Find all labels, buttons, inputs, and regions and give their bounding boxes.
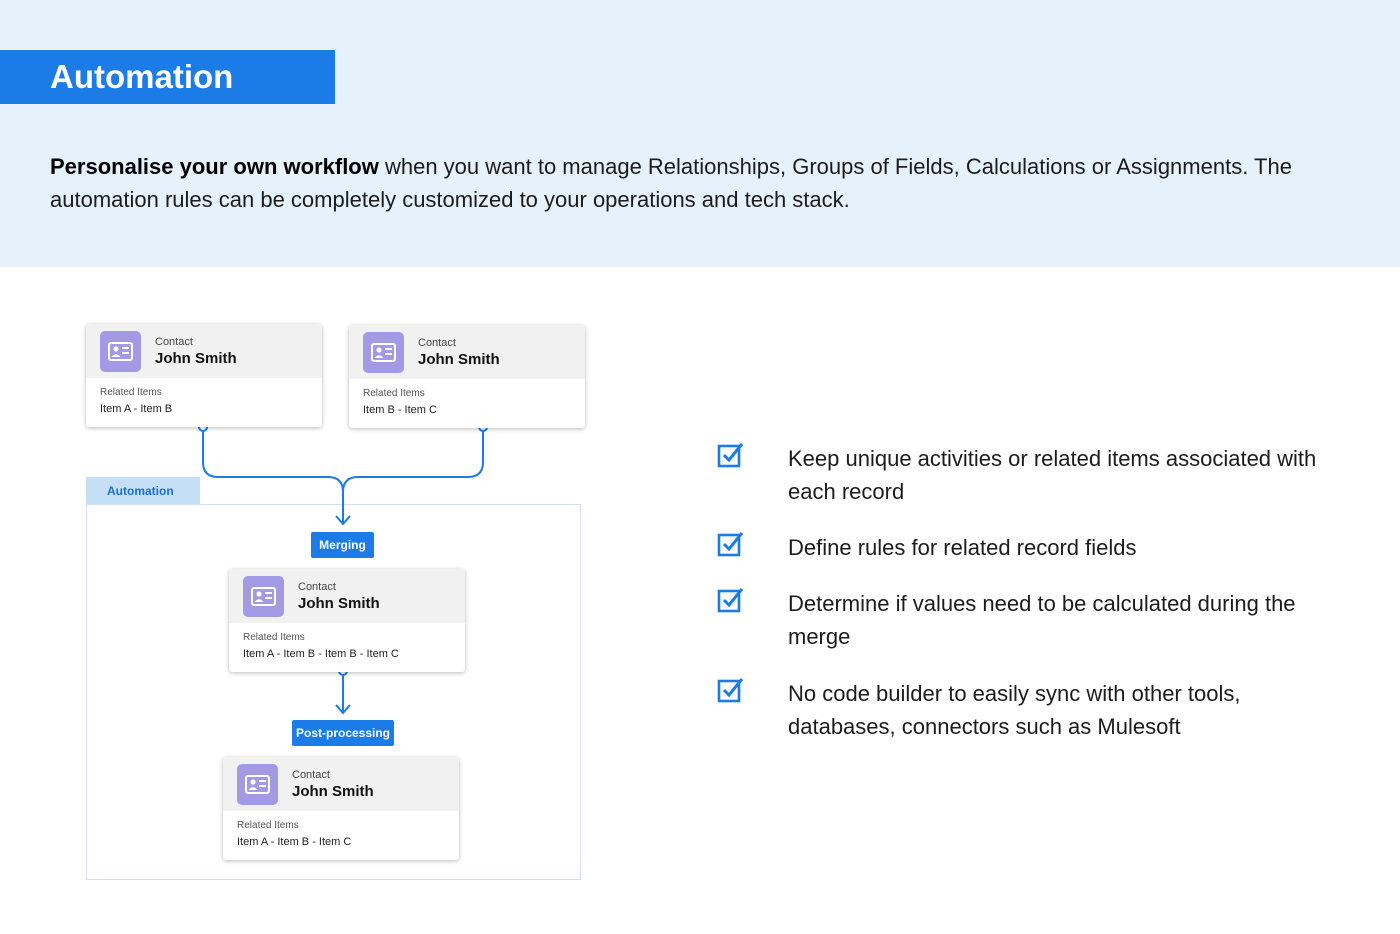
- related-items-label: Related Items: [100, 387, 162, 398]
- related-items-value: Item A - Item B: [100, 403, 173, 415]
- related-items-label: Related Items: [237, 820, 299, 831]
- feature-text: Define rules for related record fields: [788, 535, 1137, 560]
- arrowhead-merge: [335, 515, 351, 526]
- card-type: Contact: [418, 337, 456, 349]
- page-title-tag: Automation: [0, 50, 335, 104]
- contact-card-icon: [243, 576, 284, 617]
- related-items-value: Item A - Item B - Item C: [237, 836, 352, 848]
- merged-card: Contact John Smith Related Items Item A …: [229, 569, 465, 672]
- intro-bold: Personalise your own workflow: [50, 154, 379, 179]
- card-type: Contact: [155, 336, 193, 348]
- related-items-label: Related Items: [363, 388, 425, 399]
- related-items-label: Related Items: [243, 632, 305, 643]
- checkbox-checked-icon: [717, 678, 744, 703]
- connector-left: [202, 427, 344, 524]
- card-name: John Smith: [155, 350, 237, 367]
- card-name: John Smith: [298, 595, 380, 612]
- connector-right: [342, 427, 484, 493]
- card-type: Contact: [292, 769, 330, 781]
- contact-card-icon: [100, 331, 141, 372]
- merging-step: Merging: [311, 532, 374, 558]
- card-type: Contact: [298, 581, 336, 593]
- intro-paragraph: Personalise your own workflow when you w…: [50, 150, 1300, 216]
- final-card: Contact John Smith Related Items Item A …: [223, 757, 459, 860]
- contact-card-icon: [363, 332, 404, 373]
- automation-tab: Automation: [86, 477, 200, 504]
- checkbox-checked-icon: [717, 588, 744, 613]
- feature-text: No code builder to easily sync with othe…: [788, 681, 1241, 739]
- post-processing-step: Post-processing: [292, 720, 394, 746]
- related-items-value: Item B - Item C: [363, 404, 437, 416]
- card-name: John Smith: [292, 783, 374, 800]
- checkbox-checked-icon: [717, 532, 744, 557]
- page-title: Automation: [50, 58, 234, 95]
- feature-text: Keep unique activities or related items …: [788, 446, 1317, 504]
- post-processing-label: Post-processing: [295, 726, 391, 740]
- feature-text: Determine if values need to be calculate…: [788, 591, 1296, 649]
- arrowhead-post: [335, 704, 351, 715]
- contact-card-icon: [237, 764, 278, 805]
- header-band: [0, 0, 1400, 267]
- merging-label: Merging: [319, 538, 366, 552]
- automation-tab-label: Automation: [107, 484, 174, 498]
- source-card-2: Contact John Smith Related Items Item B …: [349, 325, 585, 428]
- checkbox-checked-icon: [717, 443, 744, 468]
- card-name: John Smith: [418, 351, 500, 368]
- intro-text: when you want to manage Relationships, G…: [50, 154, 1292, 212]
- related-items-value: Item A - Item B - Item B - Item C: [243, 648, 399, 660]
- source-card-1: Contact John Smith Related Items Item A …: [86, 324, 322, 427]
